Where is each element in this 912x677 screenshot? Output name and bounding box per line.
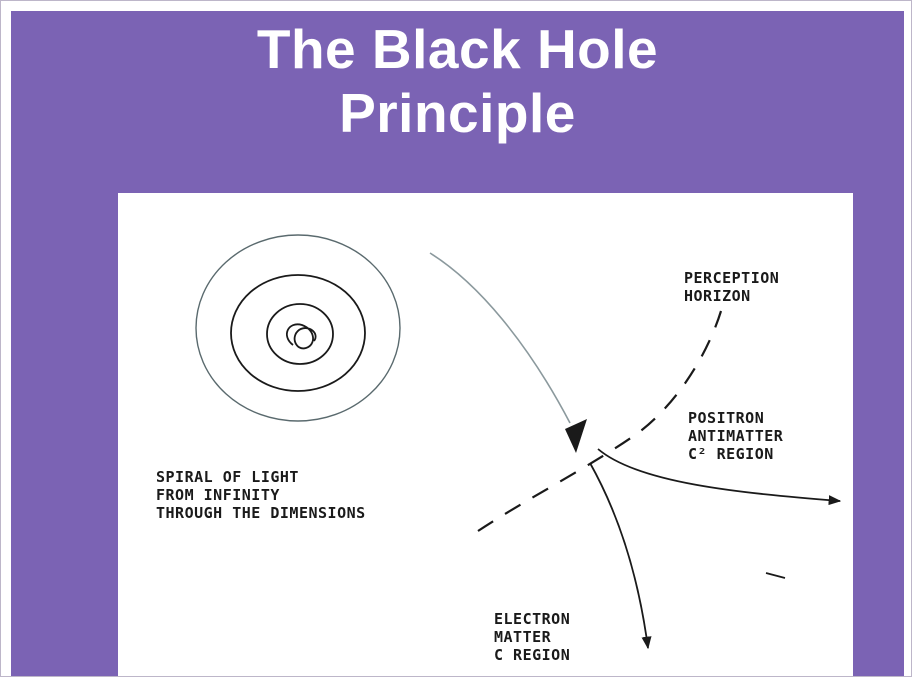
spiral-label-line-2: FROM INFINITY bbox=[156, 486, 280, 504]
diagram-panel: SPIRAL OF LIGHT FROM INFINITY THROUGH TH… bbox=[118, 193, 853, 676]
title-line-2: Principle bbox=[339, 82, 576, 144]
spiral-outer-ring bbox=[195, 234, 401, 422]
stray-stroke bbox=[765, 572, 786, 579]
electron-arrow bbox=[589, 462, 652, 650]
perception-horizon-curve bbox=[477, 310, 723, 532]
spiral-label-line-3: THROUGH THE DIMENSIONS bbox=[156, 504, 366, 522]
electron-label-line-1: ELECTRON bbox=[494, 610, 571, 628]
positron-arrow bbox=[597, 448, 842, 506]
infinity-symbol bbox=[285, 323, 317, 350]
electron-label: ELECTRON MATTER C REGION bbox=[494, 610, 570, 664]
spiral-middle-ring bbox=[230, 274, 366, 392]
positron-label: POSITRON ANTIMATTER C² REGION bbox=[688, 409, 783, 463]
positron-label-line-2: ANTIMATTER bbox=[688, 427, 784, 445]
positron-label-line-1: POSITRON bbox=[688, 409, 765, 427]
electron-label-line-3: C REGION bbox=[494, 646, 571, 664]
slide-title: The Black Hole Principle bbox=[11, 17, 904, 145]
perception-horizon-label: PERCEPTION HORIZON bbox=[684, 269, 779, 305]
spiral-of-light bbox=[195, 234, 571, 424]
title-line-1: The Black Hole bbox=[256, 18, 659, 80]
perception-label-line-2: HORIZON bbox=[684, 287, 751, 305]
spiral-inner-ring bbox=[266, 303, 334, 365]
incoming-arrow-head bbox=[565, 419, 587, 453]
slide: The Black Hole Principle bbox=[11, 11, 904, 676]
spiral-label: SPIRAL OF LIGHT FROM INFINITY THROUGH TH… bbox=[156, 468, 366, 522]
diagram-drawing bbox=[195, 234, 842, 650]
perception-label-line-1: PERCEPTION bbox=[684, 269, 780, 287]
electron-label-line-2: MATTER bbox=[494, 628, 552, 646]
positron-label-line-3: C² REGION bbox=[688, 445, 774, 463]
spiral-label-line-1: SPIRAL OF LIGHT bbox=[156, 468, 299, 486]
light-path-from-spiral bbox=[429, 252, 571, 424]
